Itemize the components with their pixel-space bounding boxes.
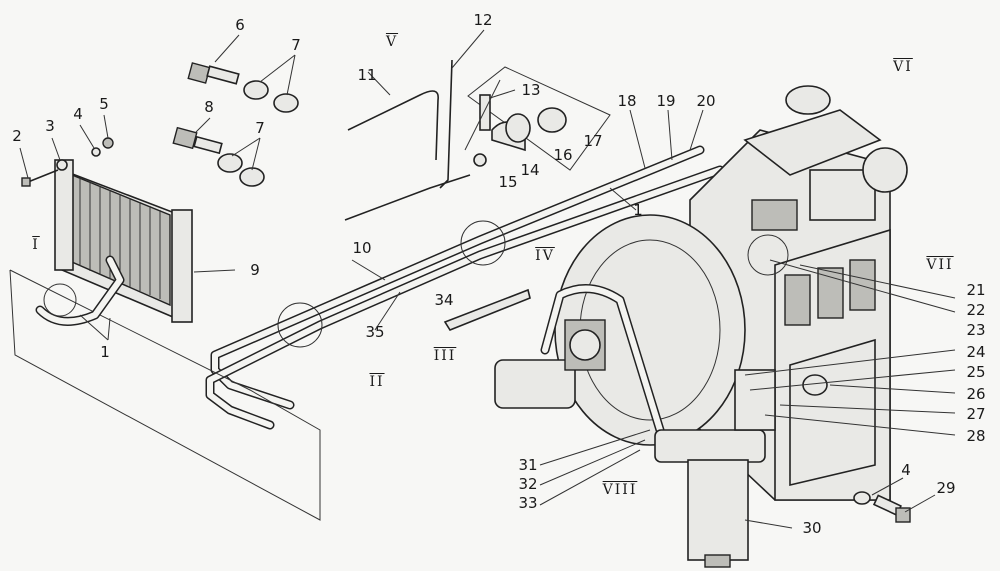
washer-7-b bbox=[273, 93, 299, 113]
part-label-24: 24 bbox=[966, 343, 986, 361]
pump-hose-inner bbox=[542, 285, 663, 433]
plate-24-25 bbox=[734, 369, 776, 431]
filter-30 bbox=[654, 429, 766, 568]
lower-tube bbox=[344, 174, 471, 221]
pipe-1-left-inner bbox=[37, 257, 123, 325]
washer-4-right bbox=[853, 491, 871, 505]
detail-label-II: II bbox=[369, 374, 385, 390]
part-label-3: 3 bbox=[45, 117, 55, 135]
part-label-7: 7 bbox=[255, 119, 265, 137]
part-label-18: 18 bbox=[617, 92, 637, 110]
part-label-20: 20 bbox=[696, 92, 716, 110]
part-label-1: 1 bbox=[633, 201, 643, 219]
bracket-34 bbox=[443, 288, 531, 331]
tube-11 bbox=[347, 90, 439, 161]
detail-label-VI: VI bbox=[893, 59, 913, 75]
part-label-13: 13 bbox=[521, 81, 541, 99]
part-label-26: 26 bbox=[966, 385, 986, 403]
part-label-16: 16 bbox=[553, 146, 573, 164]
sleeve-17 bbox=[537, 107, 567, 133]
leader-lines bbox=[19, 29, 956, 529]
part-label-28: 28 bbox=[966, 427, 986, 445]
detail-frame bbox=[9, 269, 321, 521]
part-label-27: 27 bbox=[966, 405, 986, 423]
detail-ring-II bbox=[277, 302, 323, 348]
part-label-30: 30 bbox=[802, 519, 822, 537]
part-label-12: 12 bbox=[473, 11, 493, 29]
washer-3 bbox=[56, 159, 68, 171]
part-label-31: 31 bbox=[518, 456, 538, 474]
part-label-10: 10 bbox=[352, 239, 372, 257]
part-label-5: 5 bbox=[99, 95, 109, 113]
part-label-11: 11 bbox=[357, 66, 377, 84]
part-label-25: 25 bbox=[966, 363, 986, 381]
detail-label-VII: VII bbox=[926, 257, 954, 273]
part-label-4: 4 bbox=[73, 105, 83, 123]
detail-label-I: I bbox=[32, 237, 40, 253]
part-label-35: 35 bbox=[365, 323, 385, 341]
detail-VI-cap bbox=[785, 85, 831, 115]
part-label-15: 15 bbox=[498, 173, 518, 191]
bolt-2 bbox=[21, 169, 59, 187]
bolt-13 bbox=[479, 94, 491, 131]
banjo-bolt-6 bbox=[187, 62, 240, 85]
part-label-19: 19 bbox=[656, 92, 676, 110]
part-label-17: 17 bbox=[583, 132, 603, 150]
washer-7-a bbox=[243, 80, 269, 100]
part-label-21: 21 bbox=[966, 281, 986, 299]
clamp-detail-frame bbox=[467, 66, 611, 171]
part-label-34: 34 bbox=[434, 291, 454, 309]
washer-4 bbox=[91, 147, 101, 157]
part-label-4: 4 bbox=[901, 461, 911, 479]
detail-ring-IV bbox=[460, 220, 506, 266]
part-label-32: 32 bbox=[518, 475, 538, 493]
washer-7-c bbox=[217, 153, 243, 173]
part-label-6: 6 bbox=[235, 16, 245, 34]
gear-pump bbox=[494, 319, 606, 409]
clamp-16 bbox=[505, 113, 531, 143]
oil-cooler-radiator bbox=[54, 159, 193, 323]
part-label-23: 23 bbox=[966, 321, 986, 339]
detail-label-VIII: VIII bbox=[602, 482, 638, 498]
part-label-22: 22 bbox=[966, 301, 986, 319]
part-label-8: 8 bbox=[204, 98, 214, 116]
part-label-14: 14 bbox=[520, 161, 540, 179]
bracket-12 bbox=[439, 59, 453, 189]
detail-label-III: III bbox=[433, 348, 457, 364]
detail-ring-I bbox=[43, 283, 77, 317]
pipe-10-35 bbox=[205, 145, 725, 430]
part-label-9: 9 bbox=[250, 261, 260, 279]
part-label-33: 33 bbox=[518, 494, 538, 512]
banjo-bolt-8 bbox=[172, 126, 223, 155]
part-label-7: 7 bbox=[291, 36, 301, 54]
part-label-1: 1 bbox=[100, 343, 110, 361]
detail-label-IV: IV bbox=[535, 248, 555, 264]
nut-15 bbox=[473, 153, 487, 167]
detail-label-V: V bbox=[385, 34, 399, 50]
part-label-29: 29 bbox=[936, 479, 956, 497]
part-label-2: 2 bbox=[12, 127, 22, 145]
detail-ring-VII bbox=[747, 234, 789, 276]
